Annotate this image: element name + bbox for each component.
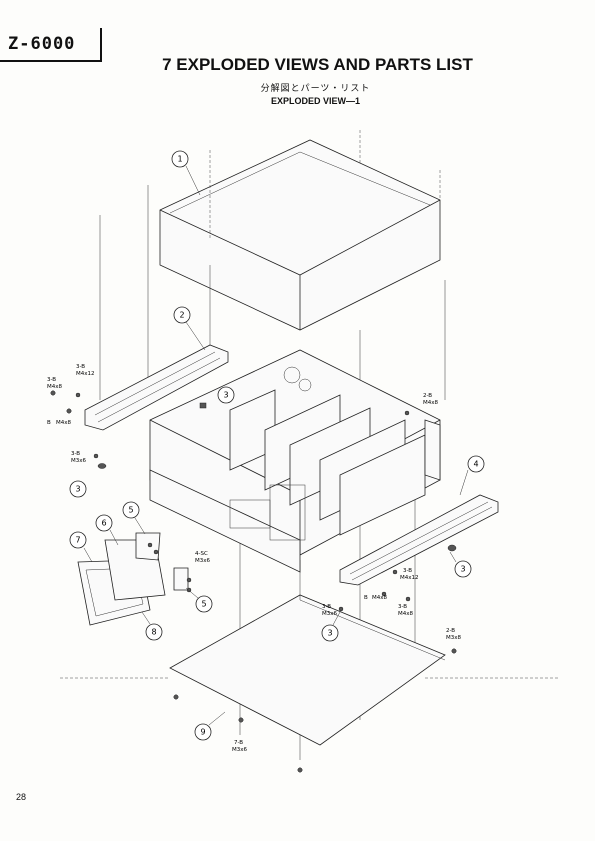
svg-text:3-B: 3-B [76, 364, 85, 370]
callout-7: 7 [70, 532, 92, 562]
svg-text:M3x6: M3x6 [195, 558, 210, 564]
screw-label-6: 4-SC M3x6 [195, 551, 210, 564]
svg-text:B: B [364, 595, 368, 601]
svg-text:M3x8: M3x8 [446, 635, 461, 641]
svg-text:M4x12: M4x12 [76, 371, 95, 377]
svg-text:7: 7 [75, 536, 80, 545]
svg-text:7-B: 7-B [234, 740, 243, 746]
screw-label-1: 3-B M4x12 [76, 364, 95, 377]
screw-label-4: 3-B M3x6 [71, 451, 86, 464]
svg-text:B: B [47, 420, 51, 426]
svg-text:3-B: 3-B [47, 377, 56, 383]
page-number: 28 [16, 792, 26, 802]
callout-8: 8 [142, 612, 162, 640]
svg-text:M3x6: M3x6 [322, 611, 337, 617]
callout-3-left: 3 [70, 481, 86, 497]
svg-text:M3x6: M3x6 [232, 747, 247, 753]
svg-text:2-B: 2-B [423, 393, 432, 399]
callout-4: 4 [460, 456, 484, 495]
svg-text:M4x8: M4x8 [47, 384, 62, 390]
screw-label-10: 3-B M4x8 [398, 604, 413, 617]
bottom-plate [170, 595, 445, 745]
svg-text:9: 9 [200, 728, 205, 737]
svg-text:5: 5 [128, 506, 133, 515]
callout-3-upper: 3 [218, 387, 234, 403]
svg-text:3-B: 3-B [322, 604, 331, 610]
svg-text:2-B: 2-B [446, 628, 455, 634]
callout-5-upper: 5 [123, 502, 145, 534]
screw-label-7: 3-B M4x12 [400, 568, 419, 581]
svg-text:3: 3 [75, 485, 80, 494]
top-cover [160, 130, 440, 330]
svg-text:M4x8: M4x8 [398, 611, 413, 617]
svg-text:M4x8: M4x8 [372, 595, 387, 601]
svg-text:3-B: 3-B [71, 451, 80, 457]
screw-label-9: 3-B M3x6 [322, 604, 337, 617]
callout-3-right: 3 [450, 552, 471, 577]
svg-text:M4x8: M4x8 [56, 420, 71, 426]
screw-label-11: 2-B M3x8 [446, 628, 461, 641]
callout-9: 9 [195, 712, 225, 740]
svg-text:2: 2 [179, 311, 184, 320]
callout-1: 1 [172, 151, 200, 195]
svg-text:3: 3 [460, 565, 465, 574]
svg-text:M4x12: M4x12 [400, 575, 419, 581]
svg-text:4: 4 [473, 460, 478, 469]
svg-text:1: 1 [177, 155, 182, 164]
main-chassis [150, 350, 440, 572]
callout-2: 2 [174, 307, 205, 350]
svg-text:6: 6 [101, 519, 106, 528]
screw-label-2: 3-B M4x8 [47, 377, 62, 390]
screw-label-5: 2-B M4x8 [423, 393, 438, 406]
svg-text:8: 8 [151, 628, 156, 637]
svg-text:3: 3 [327, 629, 332, 638]
svg-text:5: 5 [201, 600, 206, 609]
svg-text:4-SC: 4-SC [195, 551, 208, 557]
svg-text:3: 3 [223, 391, 228, 400]
svg-text:M3x6: M3x6 [71, 458, 86, 464]
screw-label-3: B M4x8 [47, 420, 71, 426]
svg-text:3-B: 3-B [398, 604, 407, 610]
screw-label-12: 7-B M3x6 [232, 740, 247, 753]
svg-text:3-B: 3-B [403, 568, 412, 574]
svg-text:M4x8: M4x8 [423, 400, 438, 406]
front-window-parts [78, 533, 188, 625]
screw-label-8: B M4x8 [364, 595, 387, 601]
